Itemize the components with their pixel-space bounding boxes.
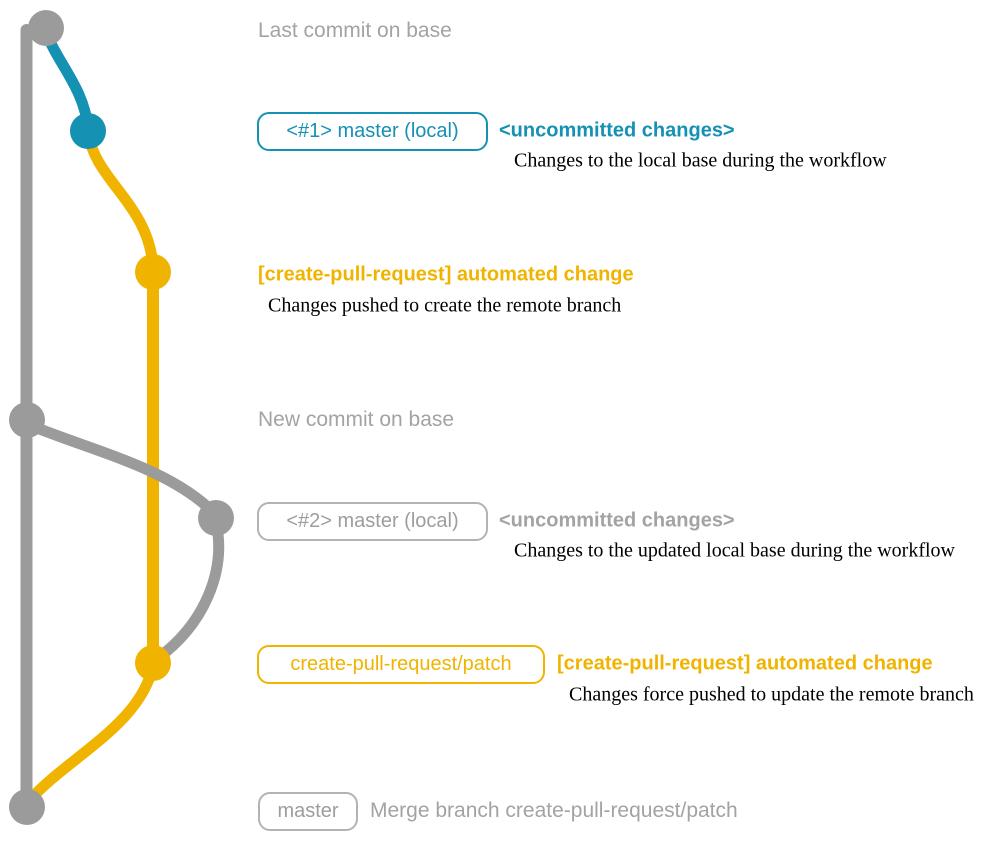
commit-node-new-base xyxy=(9,402,45,438)
patch-merge-curve xyxy=(22,660,159,808)
branch-badge-master-local-1: <#1> master (local) xyxy=(257,112,488,151)
branch-badge-create-pull-request-patch: create-pull-request/patch xyxy=(257,645,545,684)
local-to-patch-curve xyxy=(152,516,225,664)
uncommitted-changes-label-2: <uncommitted changes> xyxy=(499,509,735,532)
commit-node-merge xyxy=(9,789,45,825)
commit-node-patch-2 xyxy=(135,645,171,681)
caption-pushed-create-branch: Changes pushed to create the remote bran… xyxy=(268,294,622,317)
caption-updated-local-base-changes: Changes to the updated local base during… xyxy=(514,539,955,562)
caption-force-pushed-update-branch: Changes force pushed to update the remot… xyxy=(569,683,974,706)
base-to-local-curve xyxy=(21,418,221,520)
branch-badge-master-local-2: <#2> master (local) xyxy=(257,502,488,541)
commit-node-patch-1 xyxy=(135,254,171,290)
uncommitted-changes-label-1: <uncommitted changes> xyxy=(499,119,735,142)
automated-change-label-1: [create-pull-request] automated change xyxy=(258,263,634,286)
merge-branch-label: Merge branch create-pull-request/patch xyxy=(370,798,738,822)
last-commit-label: Last commit on base xyxy=(258,18,452,42)
branch-badge-master: master xyxy=(258,792,358,831)
commit-node-local-1 xyxy=(70,113,106,149)
commit-node-local-2 xyxy=(198,500,234,536)
commit-node-last-base xyxy=(28,10,64,46)
new-commit-label: New commit on base xyxy=(258,407,455,431)
uncommitted-branch-curve-1 xyxy=(40,26,94,134)
automated-change-label-2: [create-pull-request] automated change xyxy=(557,652,933,675)
caption-local-base-changes: Changes to the local base during the wor… xyxy=(514,149,887,172)
patch-branch-curve-1 xyxy=(82,126,159,274)
